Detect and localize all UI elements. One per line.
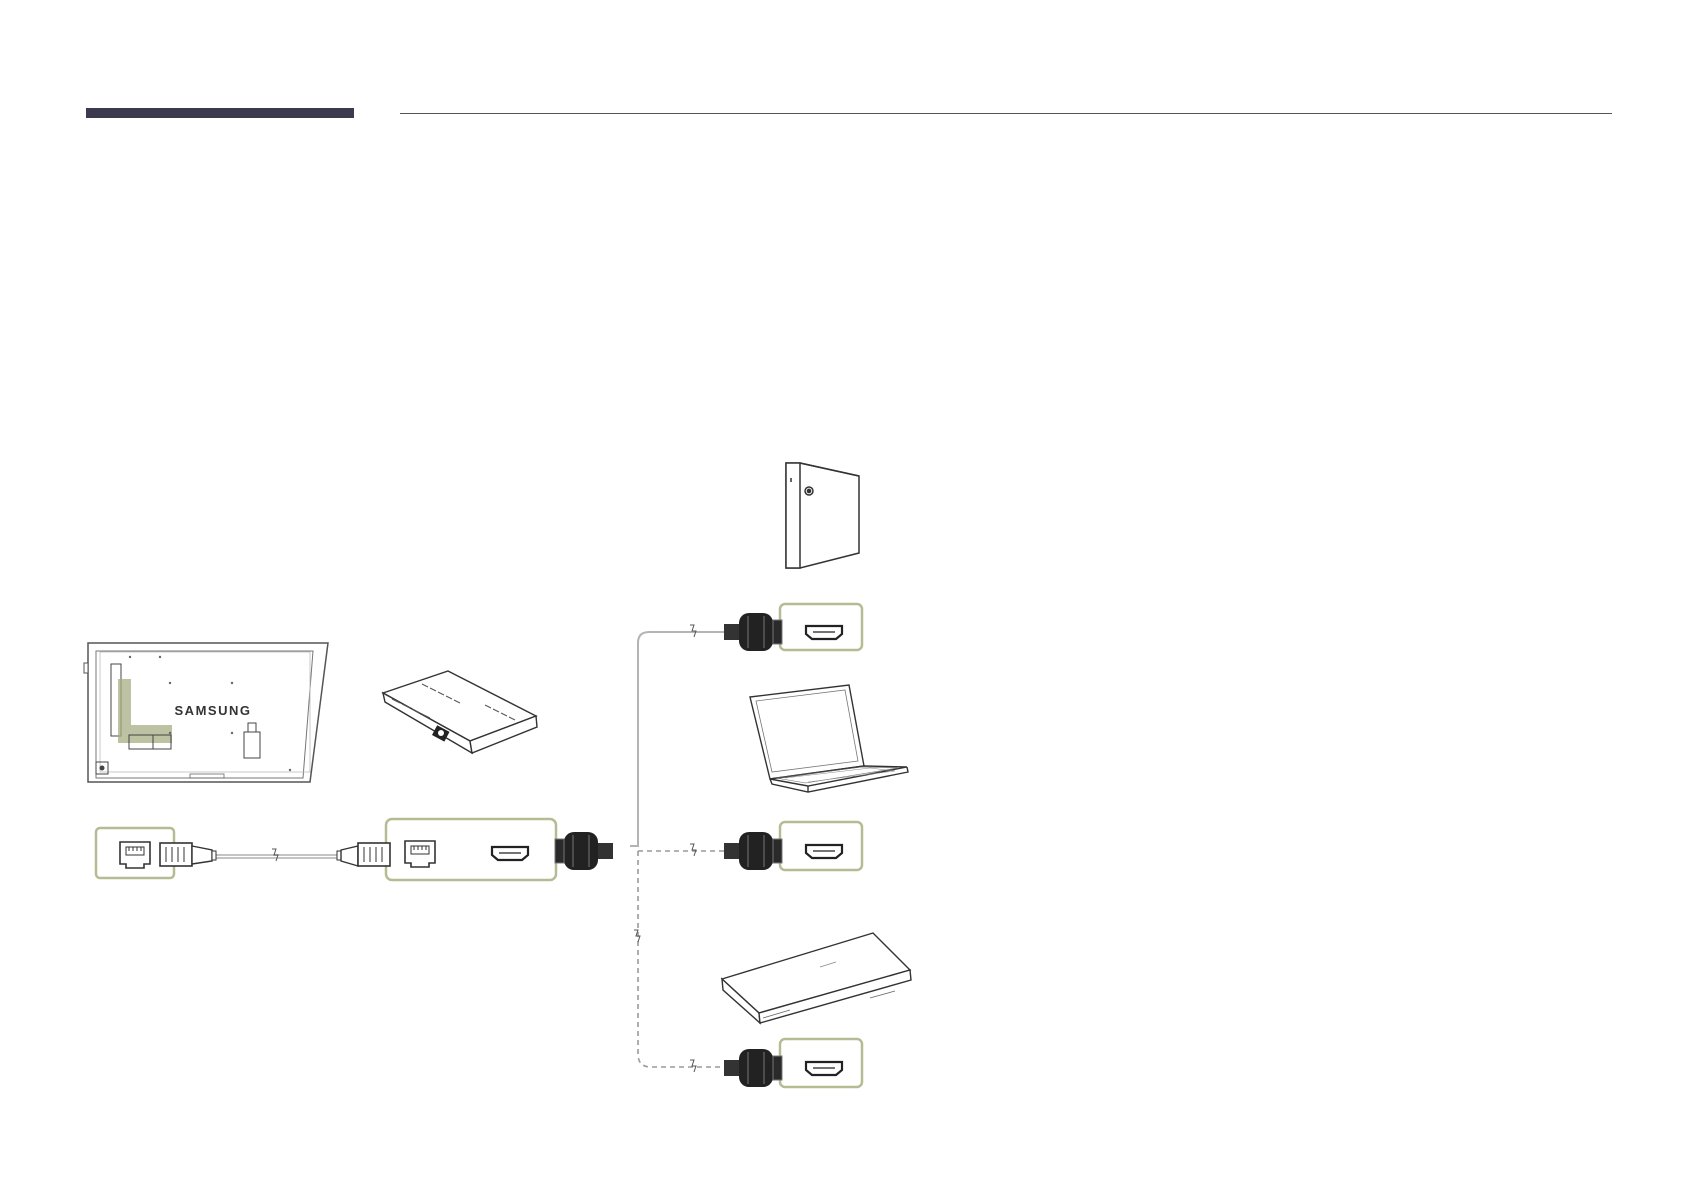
player-hdmi-port — [806, 1062, 842, 1075]
hdmi-cable-player — [638, 851, 728, 1067]
display-brand-logo: SAMSUNG — [175, 703, 252, 718]
hdmi-plug-pc — [724, 613, 782, 651]
lan-plug-network-box — [337, 843, 390, 866]
laptop-illustration — [750, 685, 908, 792]
hdmi-cable-pc — [630, 632, 728, 846]
network-box-illustration — [383, 671, 537, 753]
network-box-port-panel — [337, 819, 613, 880]
pc-hdmi-port-panel — [724, 604, 862, 651]
lan-plug-display — [160, 843, 216, 866]
hdmi-plug-player — [724, 1049, 782, 1087]
hdmi-plug-network-box — [555, 832, 613, 870]
media-player-illustration — [722, 933, 911, 1023]
display-rear-illustration: SAMSUNG — [84, 643, 328, 782]
player-hdmi-port-panel — [724, 1039, 862, 1087]
laptop-hdmi-port-panel — [724, 822, 862, 870]
pc-hdmi-port — [806, 626, 842, 639]
pc-tower-illustration — [786, 463, 859, 568]
network-box-lan-port — [405, 841, 435, 867]
network-box-hdmi-port — [492, 847, 528, 860]
hdmi-plug-laptop — [724, 832, 782, 870]
laptop-hdmi-port — [806, 845, 842, 858]
display-lan-port-panel — [96, 828, 216, 878]
display-lan-port — [120, 842, 150, 868]
